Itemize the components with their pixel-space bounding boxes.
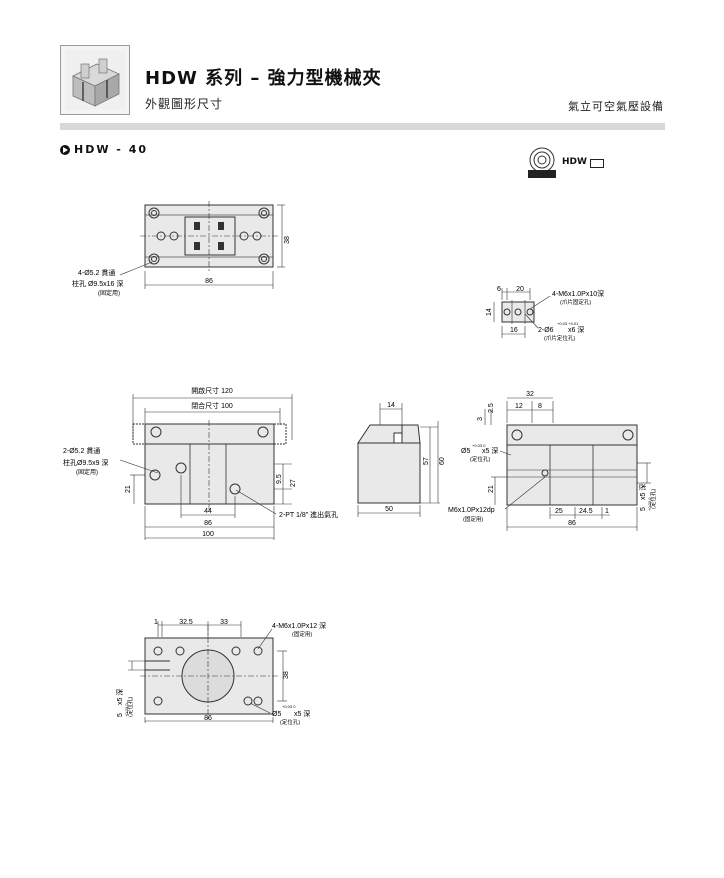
right-side-depth: x5 深 [638,484,647,500]
bottom-side-tol: +0.03 0 [124,703,129,717]
front-note-holes-2: 柱孔Ø9.5x9 深 [63,458,109,467]
dim-44: 44 [204,508,212,515]
bottom-dim-38: 38 [283,671,290,679]
open-size-label: 開啟尺寸 120 [191,386,233,395]
note-holes-3: (固定用) [98,289,120,297]
dim-27: 27 [290,479,297,487]
header-divider [60,123,665,130]
side-dim-57: 57 [423,457,430,465]
bottom-side-depth: x5 深 [115,689,124,705]
dim-38: 38 [284,236,291,244]
gripper-product-icon [65,50,125,110]
right-dim-3: 3 [477,417,484,421]
side-view-drawing: 14 57 60 50 [357,402,446,517]
note-pin-depth: x6 深 [568,325,584,334]
bottom-pin-sub: (定位孔) [280,718,300,726]
right-thread-sub: (固定用) [463,515,483,523]
bottom-pin-depth: x5 深 [294,709,310,718]
bottom-view-drawing: 1 32.5 33 38 86 4-M6x1.0Px12 深 (固定用) Ø5 … [115,619,326,726]
bottom-thread-sub: (固定用) [292,630,312,638]
dim-86: 86 [205,278,213,285]
bottom-thread-note: 4-M6x1.0Px12 深 [272,621,326,630]
right-dim-24-5: 24.5 [579,508,593,515]
right-dim-2-5: 2.5 [488,403,495,413]
bottom-side-sub: (定位孔) [126,697,134,717]
cylinder-symbol-icon [528,147,556,178]
right-dim-25: 25 [555,508,563,515]
bottom-dim-1: 1 [154,619,158,626]
note-holes-1: 4-Ø5.2 貫通 [78,268,115,277]
right-side-tol: +0.03 0 [647,497,652,511]
model-heading: HDW - 40 [60,143,148,156]
note-thread-sub: (爪片固定孔) [560,298,591,306]
right-side-note: 5 [640,507,647,511]
bottom-dim-33: 33 [220,619,228,626]
bottom-side-note: 5 [117,713,124,717]
product-thumbnail [60,45,130,115]
top-view-drawing: 38 86 4-Ø5.2 貫通 柱孔 Ø9.5x16 深 (固定用) [72,201,291,297]
dim-20: 20 [516,286,524,293]
note-pin: 2-Ø6 [538,327,554,334]
right-pin-sub: (定位孔) [470,455,490,463]
symbol-box [590,159,604,168]
brand-category: 氣立可空氣壓設備 [568,100,664,113]
side-dim-14: 14 [387,402,395,409]
port-note: 2-PT 1/8" 進出氣孔 [279,510,338,519]
dim-16: 16 [510,327,518,334]
dim-6: 6 [497,286,501,293]
right-side-sub: (定位孔) [649,489,657,509]
front-note-holes-1: 2-Ø5.2 貫通 [63,446,100,455]
dim-9-5: 9.5 [276,474,283,484]
right-thread-note: M6x1.0Px12dp [448,507,495,514]
side-dim-50: 50 [385,506,393,513]
page-subtitle: 外觀圖形尺寸 [145,97,224,111]
note-holes-2: 柱孔 Ø9.5x16 深 [72,279,123,288]
right-pin-tol: +0.03 0 [472,443,486,448]
right-dim-32: 32 [526,391,534,398]
right-dim-86: 86 [568,520,576,527]
right-pin-note: Ø5 [461,448,470,455]
play-circle-icon [60,144,70,155]
bottom-pin-note: Ø5 [272,711,281,718]
note-pin-sub: (爪片定位孔) [544,334,575,342]
note-pin-tol: +0.03 +0.01 [557,321,579,326]
right-dim-21: 21 [488,485,495,493]
jaw-detail-drawing: 6 20 14 16 4-M6x1.0Px10深 (爪片固定孔) 2-Ø6 +0… [486,286,604,342]
dim-21: 21 [125,485,132,493]
close-size-label: 閉合尺寸 100 [191,401,233,410]
dim-14: 14 [486,308,493,316]
dim-86: 86 [204,520,212,527]
note-thread: 4-M6x1.0Px10深 [552,289,604,298]
dim-100: 100 [202,531,214,538]
right-dim-12: 12 [515,403,523,410]
model-name: HDW - 40 [74,143,149,156]
symbol-label: HDW [562,157,587,167]
bottom-dim-86: 86 [204,715,212,722]
front-note-holes-3: (固定用) [76,468,98,476]
right-pin-depth: x5 深 [482,446,498,455]
right-view-drawing: 32 12 8 3 2.5 Ø5 +0.03 0 x5 深 (定位孔) 21 2… [448,391,657,531]
bottom-pin-tol: +0.03 0 [282,704,296,709]
side-dim-60: 60 [439,457,446,465]
right-dim-8: 8 [538,403,542,410]
bottom-dim-32-5: 32.5 [179,619,193,626]
page-title: HDW 系列 – 強力型機械夾 [145,68,382,89]
right-dim-1: 1 [605,508,609,515]
front-view-drawing: 開啟尺寸 120 閉合尺寸 100 21 9.5 27 44 86 100 2-… [63,386,338,540]
